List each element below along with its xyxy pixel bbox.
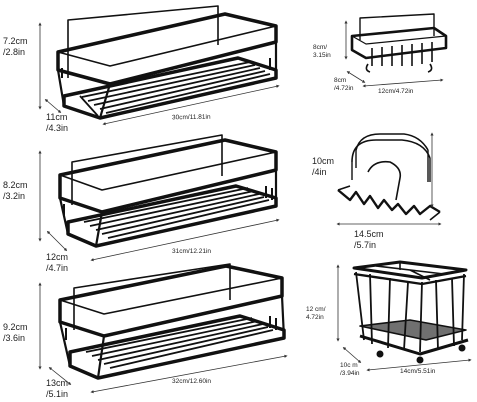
soap-dish-illustration bbox=[350, 13, 448, 73]
toothbrush-holder-width-label: 14cm/5.51in bbox=[400, 368, 436, 375]
shelf-top-illustration bbox=[56, 5, 278, 120]
soap-dish-dimension-lines bbox=[344, 20, 444, 88]
razor-holder-height-label: 10cm /4in bbox=[312, 156, 335, 177]
razor-holder-dimension-lines bbox=[336, 132, 442, 226]
soap-dish-width-label: 12cm/4.72in bbox=[378, 88, 414, 95]
shelf-bottom-depth-label: 13cm /5.1in bbox=[46, 378, 69, 399]
razor-holder-width-label: 14.5cm /5.7in bbox=[354, 229, 384, 250]
toothbrush-holder-depth-label: 10c m /3.94in bbox=[340, 362, 360, 377]
shelf-mid-dimension-lines bbox=[38, 150, 280, 262]
shelf-mid-illustration bbox=[58, 134, 278, 248]
shelf-top-width-label: 30cm/11.81in bbox=[171, 113, 211, 122]
shelf-top-dimension-lines bbox=[38, 22, 280, 126]
shelf-top-height-label: 7.2cm /2.8in bbox=[3, 36, 28, 57]
shelf-bottom-dimension-lines bbox=[38, 282, 288, 394]
shelf-bottom-illustration bbox=[58, 263, 286, 380]
soap-dish-depth-label: 8cm /4.72in bbox=[334, 77, 354, 92]
shelf-bottom-width-label: 32cm/12.60in bbox=[172, 378, 212, 385]
shelf-mid-depth-label: 12cm /4.7in bbox=[46, 252, 69, 273]
soap-dish-height-label: 8cm/ 3.15in bbox=[313, 44, 331, 59]
toothbrush-holder-dimension-lines bbox=[336, 264, 472, 372]
shelf-top-depth-label: 11cm /4.3in bbox=[46, 112, 69, 133]
shelf-mid-height-label: 8.2cm /3.2in bbox=[3, 180, 28, 201]
shelf-bottom-height-label: 9.2cm /3.6in bbox=[3, 322, 28, 343]
shelf-mid-width-label: 31cm/12.21in bbox=[172, 248, 212, 255]
razor-holder-illustration bbox=[337, 133, 441, 221]
toothbrush-holder-height-label: 12 cm/ 4.72in bbox=[306, 306, 326, 321]
toothbrush-holder-illustration bbox=[352, 260, 469, 364]
